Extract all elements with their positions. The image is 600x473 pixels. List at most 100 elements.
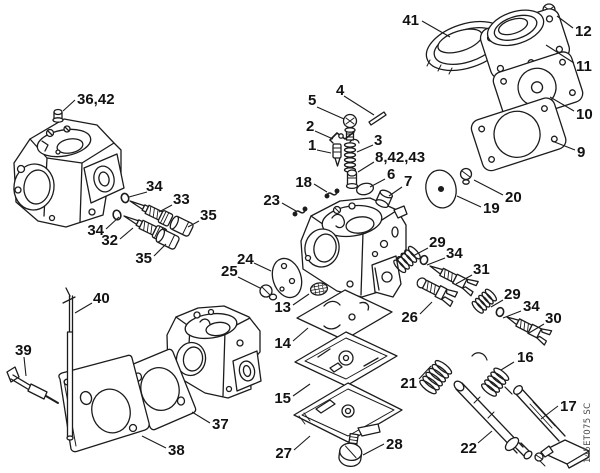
leader-line-3 [356,144,374,153]
clip-23 [292,206,308,217]
leader-line-6 [369,178,386,188]
part-label-13: 13 [274,299,291,316]
gasket-14 [296,289,393,341]
leader-line-18 [313,183,328,193]
leader-line-7 [388,186,403,197]
leader-line-34 [502,310,522,319]
leader-line-35 [187,220,200,228]
part-label-36-42: 36,42 [77,91,115,108]
part-label-15: 15 [274,390,291,407]
part-label-34: 34 [146,178,163,195]
part-label-37: 37 [212,416,229,433]
screen-13 [309,282,329,296]
part-label-12: 12 [575,23,592,40]
leader-line-23 [281,202,297,212]
nozzle-36-42 [52,108,64,123]
leader-line-14 [292,327,309,342]
leader-line-1 [316,149,332,154]
part-label-38: 38 [168,442,185,459]
screw-33 [129,200,174,227]
part-label-22: 22 [460,440,477,457]
spring-16 [471,352,513,397]
disc-19 [425,169,457,209]
carburetor-body-center [300,197,408,298]
part-label-29: 29 [504,286,521,303]
leader-line-11 [545,44,575,64]
leader-line-32 [119,227,134,240]
screw-30 [506,316,553,346]
leader-line-30 [528,323,545,334]
leader-line-25 [237,276,261,289]
leader-line-22 [477,430,493,444]
leader-line-41 [421,20,451,38]
leader-line-34 [105,216,120,230]
clip-18 [324,188,340,199]
diaphragm-15 [294,331,398,387]
part-label-10: 10 [576,106,593,123]
inlet-needle-1 [332,143,342,167]
watermark-text: 145ET075 SC [583,403,593,463]
part-label-31: 31 [473,261,490,278]
part-label-34: 34 [523,298,540,315]
leader-line-36-42 [62,99,76,112]
screw-20 [459,167,473,185]
leader-line-17 [540,405,559,420]
screw-26 [416,277,459,308]
cover-27 [293,382,403,443]
lever-2 [329,131,355,144]
spring-29-b [471,288,498,314]
part-label-41: 41 [402,12,419,29]
part-label-33: 33 [173,191,190,208]
part-label-35: 35 [200,207,217,224]
leader-line-35 [153,243,167,257]
o-ring-34-b [112,209,122,221]
part-label-17: 17 [560,398,577,415]
part-label-35: 35 [135,250,152,267]
leader-line-29 [490,299,504,308]
spring-29-a [393,245,421,274]
part-label-2: 2 [306,118,314,135]
part-label-18: 18 [295,174,312,191]
part-label-8-42-43: 8,42,43 [375,149,425,166]
part-label-3: 3 [374,132,382,149]
leader-line-21 [418,365,432,380]
leader-line-29 [412,247,429,257]
screw-25 [259,284,278,301]
carburetor-body-upper-left [13,118,125,228]
spring-3 [343,138,360,177]
leader-line-19 [456,195,482,208]
part-label-34: 34 [87,222,104,239]
part-label-34: 34 [446,245,463,262]
part-label-14: 14 [274,335,291,352]
leader-line-37 [191,411,211,424]
part-label-27: 27 [275,445,292,462]
part-label-1: 1 [308,137,316,154]
leader-line-39 [23,356,27,377]
part-label-11: 11 [576,58,592,75]
part-label-30: 30 [545,310,562,327]
o-ring-34-d [495,306,505,318]
leader-line-10 [549,96,575,112]
leader-line-12 [556,15,574,29]
leader-line-28 [362,443,385,456]
nozzle-8-42-43 [345,169,359,190]
leader-line-24 [253,262,272,272]
leader-line-5 [316,106,345,120]
pin-4 [368,111,387,126]
part-label-39: 39 [15,342,32,359]
throttle-shaft-22 [453,380,533,460]
part-label-23: 23 [263,192,280,209]
leader-line-34 [426,257,446,266]
part-label-19: 19 [483,200,500,217]
leader-line-31 [455,274,473,285]
spring-21 [419,359,453,395]
part-label-7: 7 [404,173,412,190]
leader-line-8-42-43 [357,161,375,173]
choke-shaft-17 [513,385,590,469]
part-label-20: 20 [505,189,522,206]
part-label-4: 4 [336,82,345,99]
screw-28 [338,432,363,467]
o-ring-34-c [419,254,429,266]
